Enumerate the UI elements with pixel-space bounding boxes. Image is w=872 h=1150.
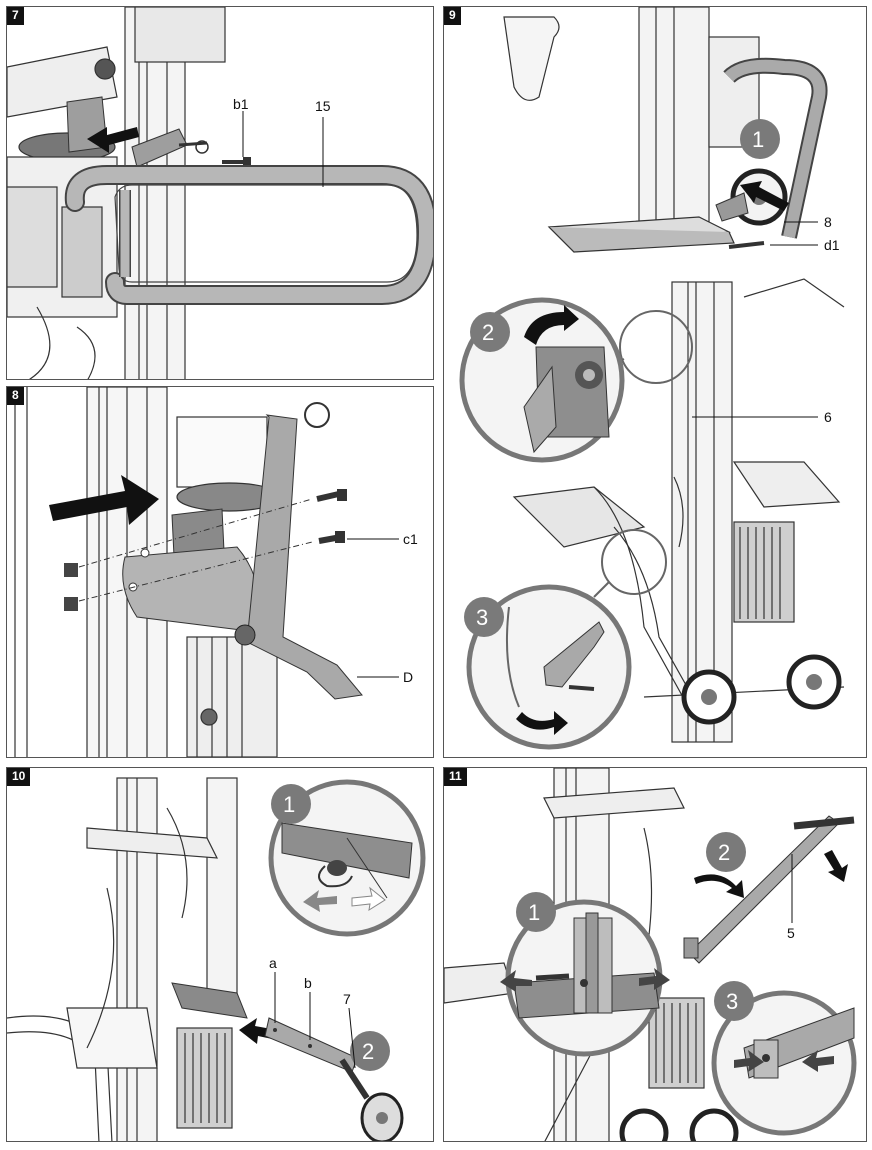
label-b: b (304, 975, 312, 991)
label-c1: c1 (403, 531, 418, 547)
panel-number-8: 8 (7, 387, 24, 405)
step-11-3: 3 (726, 989, 738, 1014)
label-5: 5 (787, 925, 795, 941)
panel-number-10: 10 (7, 768, 31, 786)
label-d1: d1 (824, 237, 840, 253)
step-9-1: 1 (752, 127, 764, 152)
step-11-2: 2 (718, 840, 730, 865)
panel-8: 8 (6, 386, 434, 758)
panel-number-11: 11 (444, 768, 467, 786)
panel-9: 9 1 8 d1 (443, 6, 867, 758)
panel-8-illustration: c1 D (14, 387, 418, 757)
label-15: 15 (315, 98, 331, 114)
label-D: D (403, 669, 413, 685)
label-a: a (269, 955, 277, 971)
label-6: 6 (824, 409, 832, 425)
panel-number-9: 9 (444, 7, 461, 25)
label-b1: b1 (233, 96, 249, 112)
label-7: 7 (343, 991, 351, 1007)
panel-7: 7 (6, 6, 434, 380)
panel-11: 11 2 5 (443, 767, 867, 1142)
panel-7-illustration: b1 15 (7, 7, 433, 379)
label-8: 8 (824, 214, 832, 230)
panel-9-illustration: 1 8 d1 (459, 7, 845, 750)
panel-10-illustration: 2 a b 7 1 (7, 777, 426, 1141)
panel-number-7: 7 (7, 7, 24, 25)
panel-11-illustration: 2 5 1 3 (444, 768, 857, 1141)
step-10-1: 1 (283, 792, 295, 817)
step-11-1: 1 (528, 900, 540, 925)
step-9-2: 2 (482, 320, 494, 345)
panel-10: 10 2 (6, 767, 434, 1142)
step-10-2: 2 (362, 1039, 374, 1064)
step-9-3: 3 (476, 605, 488, 630)
